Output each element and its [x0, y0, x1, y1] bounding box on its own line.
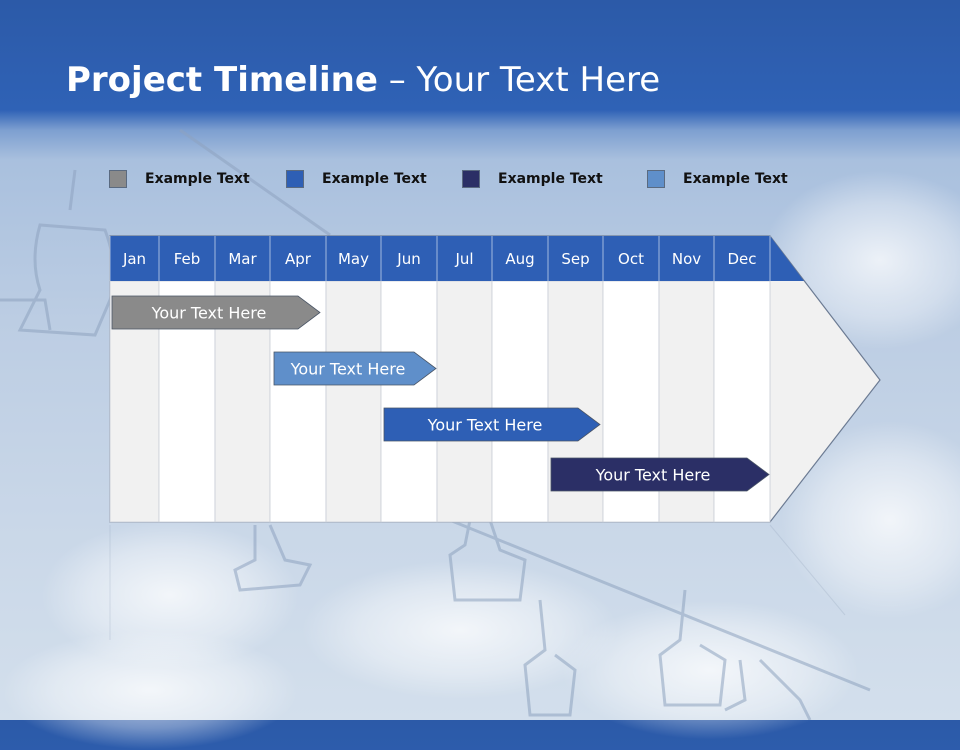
legend-swatch	[286, 170, 304, 188]
task-arrow[interactable]	[111, 295, 321, 330]
legend-item: Example Text	[109, 170, 250, 188]
page-title: Project Timeline – Your Text Here	[66, 60, 660, 100]
header-bar	[110, 236, 804, 281]
task-arrow[interactable]	[383, 407, 601, 442]
legend-item: Example Text	[462, 170, 603, 188]
month-label: Jan	[122, 250, 146, 268]
month-label: Feb	[174, 250, 201, 268]
task-label: Your Text Here	[151, 304, 267, 323]
legend-item: Example Text	[647, 170, 788, 188]
month-label: Sep	[561, 250, 589, 268]
task-arrow[interactable]	[550, 457, 770, 492]
month-label: Nov	[672, 250, 701, 268]
month-label: Jun	[396, 250, 420, 268]
month-label: Aug	[505, 250, 534, 268]
month-label: Apr	[285, 250, 312, 268]
month-label: Jul	[454, 250, 473, 268]
month-label: May	[338, 250, 369, 268]
month-column	[436, 280, 493, 523]
timeline-reflection	[109, 524, 846, 640]
month-label: Oct	[618, 250, 644, 268]
legend-label: Example Text	[498, 171, 603, 187]
legend-label: Example Text	[683, 171, 788, 187]
legend-item: Example Text	[286, 170, 427, 188]
legend-swatch	[647, 170, 665, 188]
month-column	[325, 280, 382, 523]
month-label: Dec	[727, 250, 756, 268]
title-bold: Project Timeline	[66, 60, 378, 100]
month-header: Jan Feb Mar Apr May Jun Jul Aug Sep Oct Nov Dec	[109, 236, 804, 281]
task-bar[interactable]: Your Text Here	[383, 407, 601, 442]
legend-swatch	[109, 170, 127, 188]
task-label: Your Text Here	[427, 416, 543, 435]
title-separator: –	[377, 60, 417, 100]
legend: Example Text Example Text Example Text E…	[0, 170, 960, 200]
ski-lift-background	[0, 128, 871, 720]
task-arrow[interactable]	[273, 351, 437, 386]
month-column	[380, 280, 438, 523]
task-bar[interactable]: Your Text Here	[550, 457, 770, 492]
task-bar[interactable]: Your Text Here	[111, 295, 321, 330]
legend-swatch	[462, 170, 480, 188]
task-label: Your Text Here	[290, 360, 406, 379]
timeline-chart: Jan Feb Mar Apr May Jun Jul Aug Sep Oct Nov Dec You…	[109, 235, 881, 640]
task-bar[interactable]: Your Text Here	[273, 351, 437, 386]
legend-label: Example Text	[145, 171, 250, 187]
month-column	[491, 280, 549, 523]
legend-label: Example Text	[322, 171, 427, 187]
task-label: Your Text Here	[595, 466, 711, 485]
title-rest: Your Text Here	[416, 60, 661, 100]
month-label: Mar	[228, 250, 257, 268]
